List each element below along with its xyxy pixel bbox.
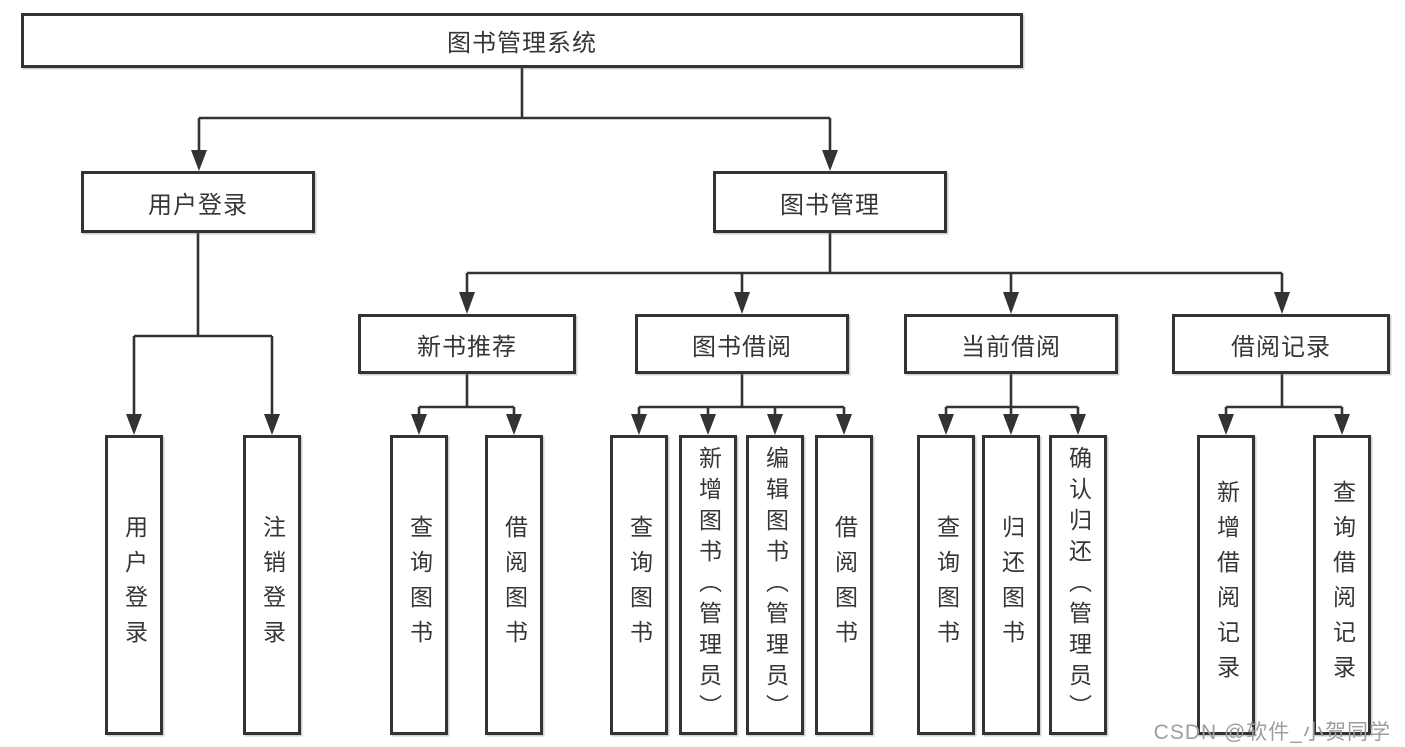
node-bb-add-books-admin: 新增图书（管理员） <box>679 435 737 735</box>
node-new-book-recommendation: 新书推荐 <box>358 314 576 374</box>
node-library-management-system: 图书管理系统 <box>21 13 1023 68</box>
node-label: 归还图书 <box>998 515 1025 655</box>
node-label: 新书推荐 <box>417 333 517 361</box>
node-book-management: 图书管理 <box>713 171 947 233</box>
node-user-login-action: 用户登录 <box>105 435 163 735</box>
node-book-borrowing: 图书借阅 <box>635 314 849 374</box>
node-label: 查询图书 <box>626 515 653 655</box>
node-label: 图书管理系统 <box>447 30 597 57</box>
node-label: 用户登录 <box>121 515 148 655</box>
node-borrowing-records: 借阅记录 <box>1172 314 1390 374</box>
node-bb-borrow-books: 借阅图书 <box>815 435 873 735</box>
node-bb-query-books: 查询图书 <box>610 435 668 735</box>
node-logout-action: 注销登录 <box>243 435 301 735</box>
node-label: 查询图书 <box>933 515 960 655</box>
node-label: 新增借阅记录 <box>1213 480 1240 690</box>
node-label: 确认归还（管理员） <box>1065 445 1092 725</box>
node-nb-borrow-books: 借阅图书 <box>485 435 543 735</box>
node-bb-edit-books-admin: 编辑图书（管理员） <box>746 435 804 735</box>
node-br-add-borrow-record: 新增借阅记录 <box>1197 435 1255 735</box>
node-label: 编辑图书（管理员） <box>762 445 789 725</box>
node-label: 图书管理 <box>780 191 880 219</box>
node-nb-query-books: 查询图书 <box>390 435 448 735</box>
node-current-borrowing: 当前借阅 <box>904 314 1118 374</box>
csdn-watermark: CSDN @软件_小贺同学 <box>1153 721 1391 744</box>
node-label: 查询图书 <box>406 515 433 655</box>
node-label: 借阅记录 <box>1231 333 1331 361</box>
node-label: 借阅图书 <box>831 515 858 655</box>
node-cb-confirm-return-admin: 确认归还（管理员） <box>1049 435 1107 735</box>
node-cb-query-books: 查询图书 <box>917 435 975 735</box>
node-label: 查询借阅记录 <box>1329 480 1356 690</box>
node-label: 用户登录 <box>148 191 248 219</box>
node-label: 图书借阅 <box>692 333 792 361</box>
node-label: 注销登录 <box>259 515 286 655</box>
node-label: 借阅图书 <box>501 515 528 655</box>
node-user-login: 用户登录 <box>81 171 315 233</box>
node-label: 新增图书（管理员） <box>695 445 722 725</box>
node-cb-return-books: 归还图书 <box>982 435 1040 735</box>
node-br-query-borrow-record: 查询借阅记录 <box>1313 435 1371 735</box>
node-label: 当前借阅 <box>961 333 1061 361</box>
